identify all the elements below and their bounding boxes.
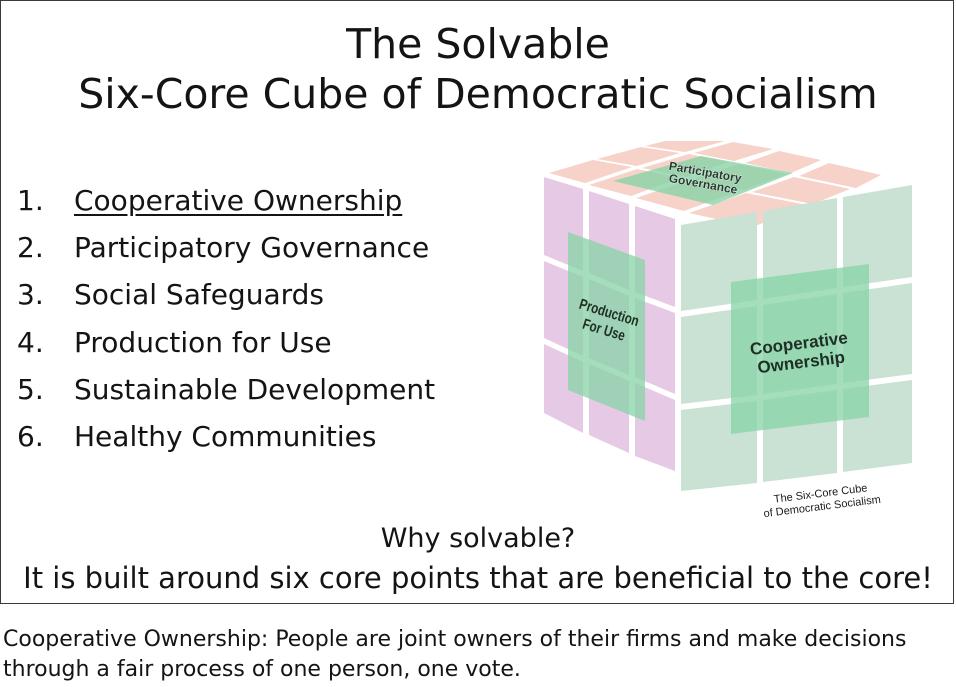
list-item: 6. Healthy Communities: [17, 413, 435, 460]
title-line-1: The Solvable: [346, 20, 610, 68]
why-heading: Why solvable?: [380, 523, 576, 554]
item-number: 2.: [17, 231, 44, 265]
six-core-cube: Participatory Governance Production For …: [544, 141, 912, 519]
definition-caption: Cooperative Ownership: People are joint …: [3, 627, 907, 682]
why-text: It is built around six core points that …: [23, 561, 933, 595]
cube-right-face: Cooperative Ownership: [681, 185, 912, 491]
cube-left-highlight: [568, 232, 645, 421]
cube-top-face: Participatory Governance: [549, 141, 881, 227]
cube-left-face: Production For Use: [544, 177, 675, 471]
cube-top-tile: [645, 141, 725, 152]
cube-top-tile: [799, 163, 881, 188]
item-label: Social Safeguards: [74, 278, 324, 312]
cube-top-tile: [549, 160, 632, 183]
cube-right-tile: [843, 185, 912, 287]
item-label: Participatory Governance: [74, 231, 430, 265]
item-label: Production for Use: [74, 325, 332, 359]
why-solvable-section: Why solvable? It is built around six cor…: [1, 521, 955, 597]
cube-top-highlight: [613, 156, 793, 205]
item-number: 4.: [17, 325, 44, 359]
list-item: 1. Cooperative Ownership: [17, 177, 435, 224]
cube-top-tile: [694, 142, 773, 161]
cube-top-tile: [752, 177, 850, 204]
cube-right-highlight: [731, 264, 869, 434]
title-line-2: Six-Core Cube of Democratic Socialism: [78, 70, 878, 118]
item-number: 5.: [17, 372, 44, 406]
core-points-list: 1. Cooperative Ownership 2. Participatory …: [17, 177, 435, 460]
item-number: 6.: [17, 420, 44, 454]
list-item: 2. Participatory Governance: [17, 224, 435, 271]
slide-title: The Solvable Six-Core Cube of Democratic…: [1, 19, 955, 119]
item-number: 1.: [17, 184, 44, 217]
item-label: Sustainable Development: [74, 372, 436, 406]
item-label: Healthy Communities: [74, 420, 377, 454]
list-item: 5. Sustainable Development: [17, 366, 435, 413]
cube-top-tile: [745, 151, 821, 173]
slide: The Solvable Six-Core Cube of Democratic…: [0, 0, 954, 604]
item-label-cooperative-ownership[interactable]: Cooperative Ownership: [74, 184, 403, 217]
list-item: 4. Production for Use: [17, 319, 435, 366]
list-item: 3. Social Safeguards: [17, 271, 435, 318]
item-number: 3.: [17, 278, 44, 312]
cube-top-tile: [689, 193, 807, 227]
cube-top-tile: [597, 147, 680, 166]
